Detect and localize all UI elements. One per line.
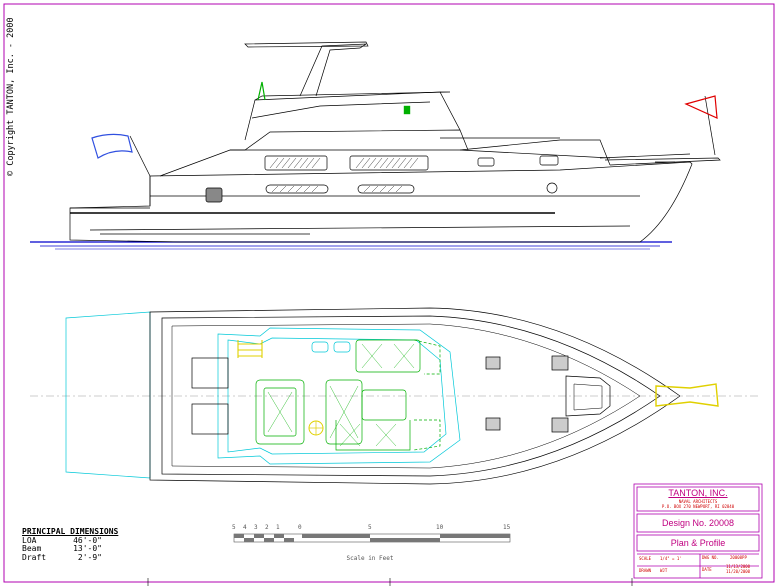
deck-outline [149, 307, 681, 485]
deck-hatch [551, 417, 569, 433]
scale-caption: Scale in Feet [346, 555, 394, 562]
scale-tick: 0 [298, 524, 302, 531]
scale-tick: 1 [276, 524, 280, 531]
company-address: NAVAL ARCHITECTS [678, 499, 718, 504]
boarding-ladder [237, 340, 263, 358]
date-value: 11/20/2000 [726, 569, 751, 574]
company-name: TANTON, INC. [668, 488, 728, 498]
dimension-row: Draft 2'-9" [22, 552, 102, 562]
deck-hatch [485, 417, 501, 431]
exhaust-port [205, 187, 223, 203]
scale-tick: 4 [243, 524, 247, 531]
profile-view [30, 41, 721, 250]
scale-tick: 2 [265, 524, 269, 531]
date-label: DATE [702, 567, 712, 572]
deck-hatch [485, 356, 501, 370]
scale-tick: 10 [436, 524, 444, 531]
dimension-row: LOA 46'-0" [22, 535, 102, 545]
scale-tick: 3 [254, 524, 258, 531]
hull-port [265, 184, 329, 194]
hull-port [357, 184, 415, 194]
scale-value: 1/4" = 1' [660, 556, 682, 561]
deckhouse [217, 327, 461, 465]
deck-hatch [551, 355, 569, 371]
principal-dimensions: PRINCIPAL DIMENSIONS LOA 46'-0" Beam 13'… [22, 527, 119, 562]
antenna [257, 81, 266, 101]
drawn-value: WJT [660, 568, 668, 573]
dimension-row: Beam 13'-0" [22, 544, 102, 553]
scale-label: SCALE [639, 556, 652, 561]
helm-seating [255, 339, 441, 451]
dwg-label: DWG NO. [702, 555, 719, 560]
scale-tick: 5 [232, 524, 236, 531]
sheet-title: Plan & Profile [670, 538, 726, 548]
design-number: Design No. 20008 [661, 518, 735, 528]
plan-view [30, 307, 760, 485]
dwg-value: 20008PP [730, 555, 747, 560]
swim-platform [65, 311, 151, 479]
aft-hatch [191, 357, 229, 389]
cabin-window [264, 155, 328, 171]
scale-tick: 15 [503, 524, 511, 531]
drawn-label: DRAWN [639, 568, 652, 573]
dimensions-heading: PRINCIPAL DIMENSIONS [22, 527, 119, 536]
bowsprit [655, 383, 719, 407]
drawing-frame [3, 3, 775, 583]
scale-bar [233, 533, 511, 543]
hull-profile [69, 161, 693, 243]
date-value: 11/13/2000 [726, 564, 751, 569]
title-block [633, 483, 763, 579]
cabin-window [349, 155, 429, 171]
company-address: P.O. BOX 270 NEWPORT, RI 02840 [661, 504, 735, 509]
aft-hatch [191, 403, 229, 435]
porthole [546, 182, 558, 194]
ensign-flag [91, 133, 133, 159]
scale-tick: 5 [368, 524, 372, 531]
copyright-note: © Copyright TANTON, Inc. - 2000 [6, 17, 16, 176]
bow-pennant [684, 95, 718, 119]
